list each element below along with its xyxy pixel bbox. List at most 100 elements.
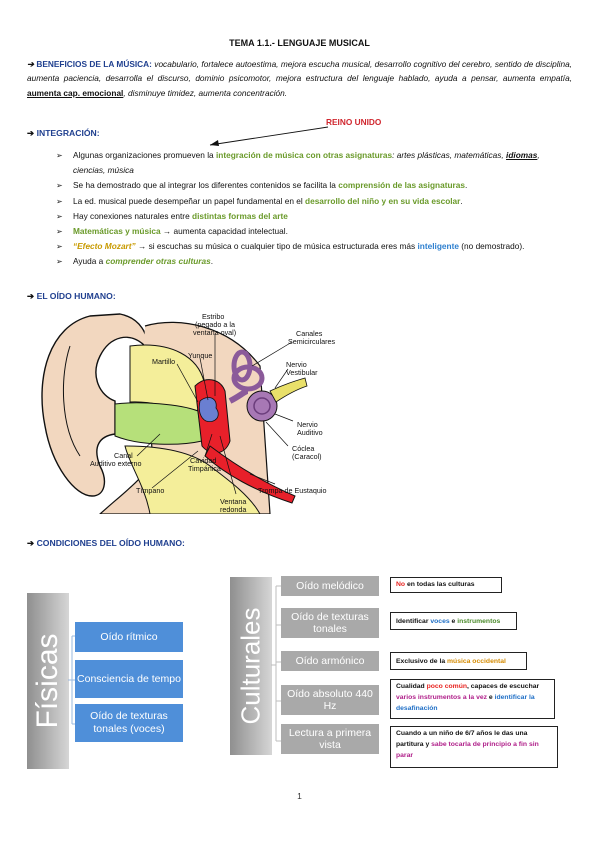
highlight: distintas formas del arte (192, 210, 288, 221)
bullet-arrow-icon: ➢ (56, 257, 63, 267)
text: → si escuchas su música o cualquier tipo… (135, 241, 418, 252)
note-text: e (487, 694, 495, 701)
highlight: integración de música con otras asignatu… (215, 150, 393, 160)
beneficios-paragraph: ➔ BENEFICIOS DE LA MÚSICA: vocabulario, … (27, 57, 572, 100)
highlight: inteligente (417, 241, 459, 252)
list-item: ➢ La ed. musical puede desempeñar un pap… (56, 194, 571, 209)
integracion-heading-row: ➔ INTEGRACIÓN: (27, 128, 100, 139)
label-coclea: Cóclea (292, 444, 314, 453)
condiciones-heading-row: ➔ CONDICIONES DEL OÍDO HUMANO: (27, 538, 185, 549)
culturales-column: Culturales (230, 577, 272, 755)
cochlea-spiral (253, 397, 271, 415)
text: Se ha demostrado que al integrar los dif… (73, 180, 339, 191)
bullet-arrow-icon: ➢ (56, 227, 63, 237)
culturales-item: Lectura a primera vista (281, 724, 379, 754)
note-text: , capaces de escuchar (467, 683, 540, 690)
note-text: Cuando a un niño de 6/7 años le das una … (396, 730, 528, 748)
text: (no demostrado). (458, 241, 525, 252)
outer-ear-shape (41, 313, 147, 497)
label-canal: Canal (114, 451, 133, 460)
note-text: instrumentos (457, 618, 501, 625)
condiciones-heading: CONDICIONES DEL OÍDO HUMANO: (36, 538, 185, 548)
list-item: ➢ Ayuda a comprender otras culturas. (56, 254, 571, 269)
note-text: Identificar (396, 618, 431, 625)
note-lectura: Cuando a un niño de 6/7 años le das una … (390, 726, 558, 768)
highlight: Matemáticas y música (73, 226, 161, 237)
highlight: desarrollo del niño y en su vida escolar (305, 195, 461, 206)
text: Hay conexiones naturales entre (73, 210, 192, 221)
label-canales-2: Semicirculares (288, 337, 336, 346)
text: → aumenta capacidad intelectual. (160, 226, 288, 237)
vestibule-shape (228, 388, 249, 404)
note-text: música occidental (447, 658, 506, 665)
note-text: Cualidad (396, 683, 427, 690)
text: . (210, 256, 214, 267)
bone-lower-shape (124, 445, 261, 514)
label-nervio-vestibular-2: Vestibular (286, 368, 318, 377)
beneficios-text-2: , disminuye timidez, aumenta concentraci… (123, 87, 288, 98)
text: . (460, 195, 463, 206)
label-yunque: Yunque (188, 351, 212, 360)
label-nervio-vestibular: Nervio (286, 360, 307, 369)
oido-heading-row: ➔ EL OÍDO HUMANO: (27, 291, 116, 302)
beneficios-highlight: aumenta cap. emocional (27, 87, 124, 98)
bullet-arrow-icon: ➢ (56, 211, 63, 221)
label-cavidad-2: Timpánica (188, 464, 221, 473)
beneficios-text-1: vocabulario, fortalece autoestima, mejor… (27, 59, 572, 84)
culturales-item: Oído melódico (281, 576, 379, 596)
label-ventana-2: redonda (220, 505, 246, 514)
culturales-item: Oído armónico (281, 651, 379, 671)
note-armonico: Exclusivo de la música occidental (390, 652, 527, 670)
label-canal-2: Auditivo externo (90, 459, 142, 468)
semicircular-canal-shape (231, 349, 253, 383)
bullet-arrow-icon: ➢ (56, 181, 63, 191)
note-absoluto: Cualidad poco común, capaces de escuchar… (390, 679, 555, 719)
label-nervio-auditivo: Nervio (297, 420, 318, 429)
list-item: ➢ Se ha demostrado que al integrar los d… (56, 178, 571, 193)
note-texturas: Identificar voces e instrumentos (390, 612, 517, 630)
integracion-heading: INTEGRACIÓN: (36, 128, 100, 138)
bullet-arrow-icon: ➢ (56, 196, 63, 206)
oido-heading: EL OÍDO HUMANO: (36, 291, 116, 301)
label-cavidad: Cavidad (190, 456, 216, 465)
label-nervio-auditivo-2: Auditivo (297, 428, 323, 437)
cochlea-shape (246, 390, 278, 422)
eustachian-tube-shape (204, 445, 296, 504)
text: . (465, 180, 468, 191)
note-text: poco común (426, 683, 467, 690)
note-text: sabe tocarla de principio a fin sin para… (396, 741, 539, 759)
label-canales: Canales (296, 329, 323, 338)
list-item: ➢ Hay conexiones naturales entre distint… (56, 209, 571, 224)
ossicles-shape (198, 397, 219, 423)
culturales-item: Oído de texturas tonales (281, 608, 379, 638)
culturales-label: Culturales (235, 607, 266, 725)
label-estribo: Estribo (202, 312, 224, 321)
note-text: voces (430, 618, 450, 625)
highlight: comprender otras culturas (105, 256, 211, 267)
highlight: comprensión de las asignaturas (338, 180, 466, 191)
integracion-list: ➢ Algunas organizaciones promueven la in… (56, 148, 571, 270)
list-item: ➢ “Efecto Mozart” → si escuchas su músic… (56, 239, 571, 254)
label-timpano: Tímpano (136, 486, 164, 495)
bullet-arrow-icon: ➢ (56, 242, 63, 252)
page-title: TEMA 1.1.- LENGUAJE MUSICAL (229, 38, 370, 48)
text: Algunas organizaciones promueven la (73, 150, 216, 160)
note-text: Exclusivo de la (396, 658, 447, 665)
text: : artes plásticas, matemáticas, (392, 150, 507, 160)
fisicas-item: Oído de texturas tonales (voces) (75, 704, 183, 742)
note-text: varios instrumentos a la vez (396, 694, 488, 701)
fisicas-item: Consciencia de tempo (75, 660, 183, 698)
highlight: idiomas (506, 150, 538, 160)
ear-canal-shape (114, 402, 203, 445)
highlight: “Efecto Mozart” (73, 241, 136, 252)
note-text: en todas las culturas (405, 581, 475, 588)
page-number: 1 (297, 791, 302, 801)
arrow-icon: ➔ (27, 128, 37, 138)
fisicas-item: Oído rítmico (75, 622, 183, 652)
culturales-connectors (271, 585, 281, 742)
note-oido-melodico: No en todas las culturas (390, 577, 502, 593)
label-coclea-2: (Caracol) (292, 452, 322, 461)
reino-unido-annotation: REINO UNIDO (326, 117, 382, 127)
bullet-arrow-icon: ➢ (56, 151, 63, 160)
arrow-icon: ➔ (27, 538, 37, 548)
